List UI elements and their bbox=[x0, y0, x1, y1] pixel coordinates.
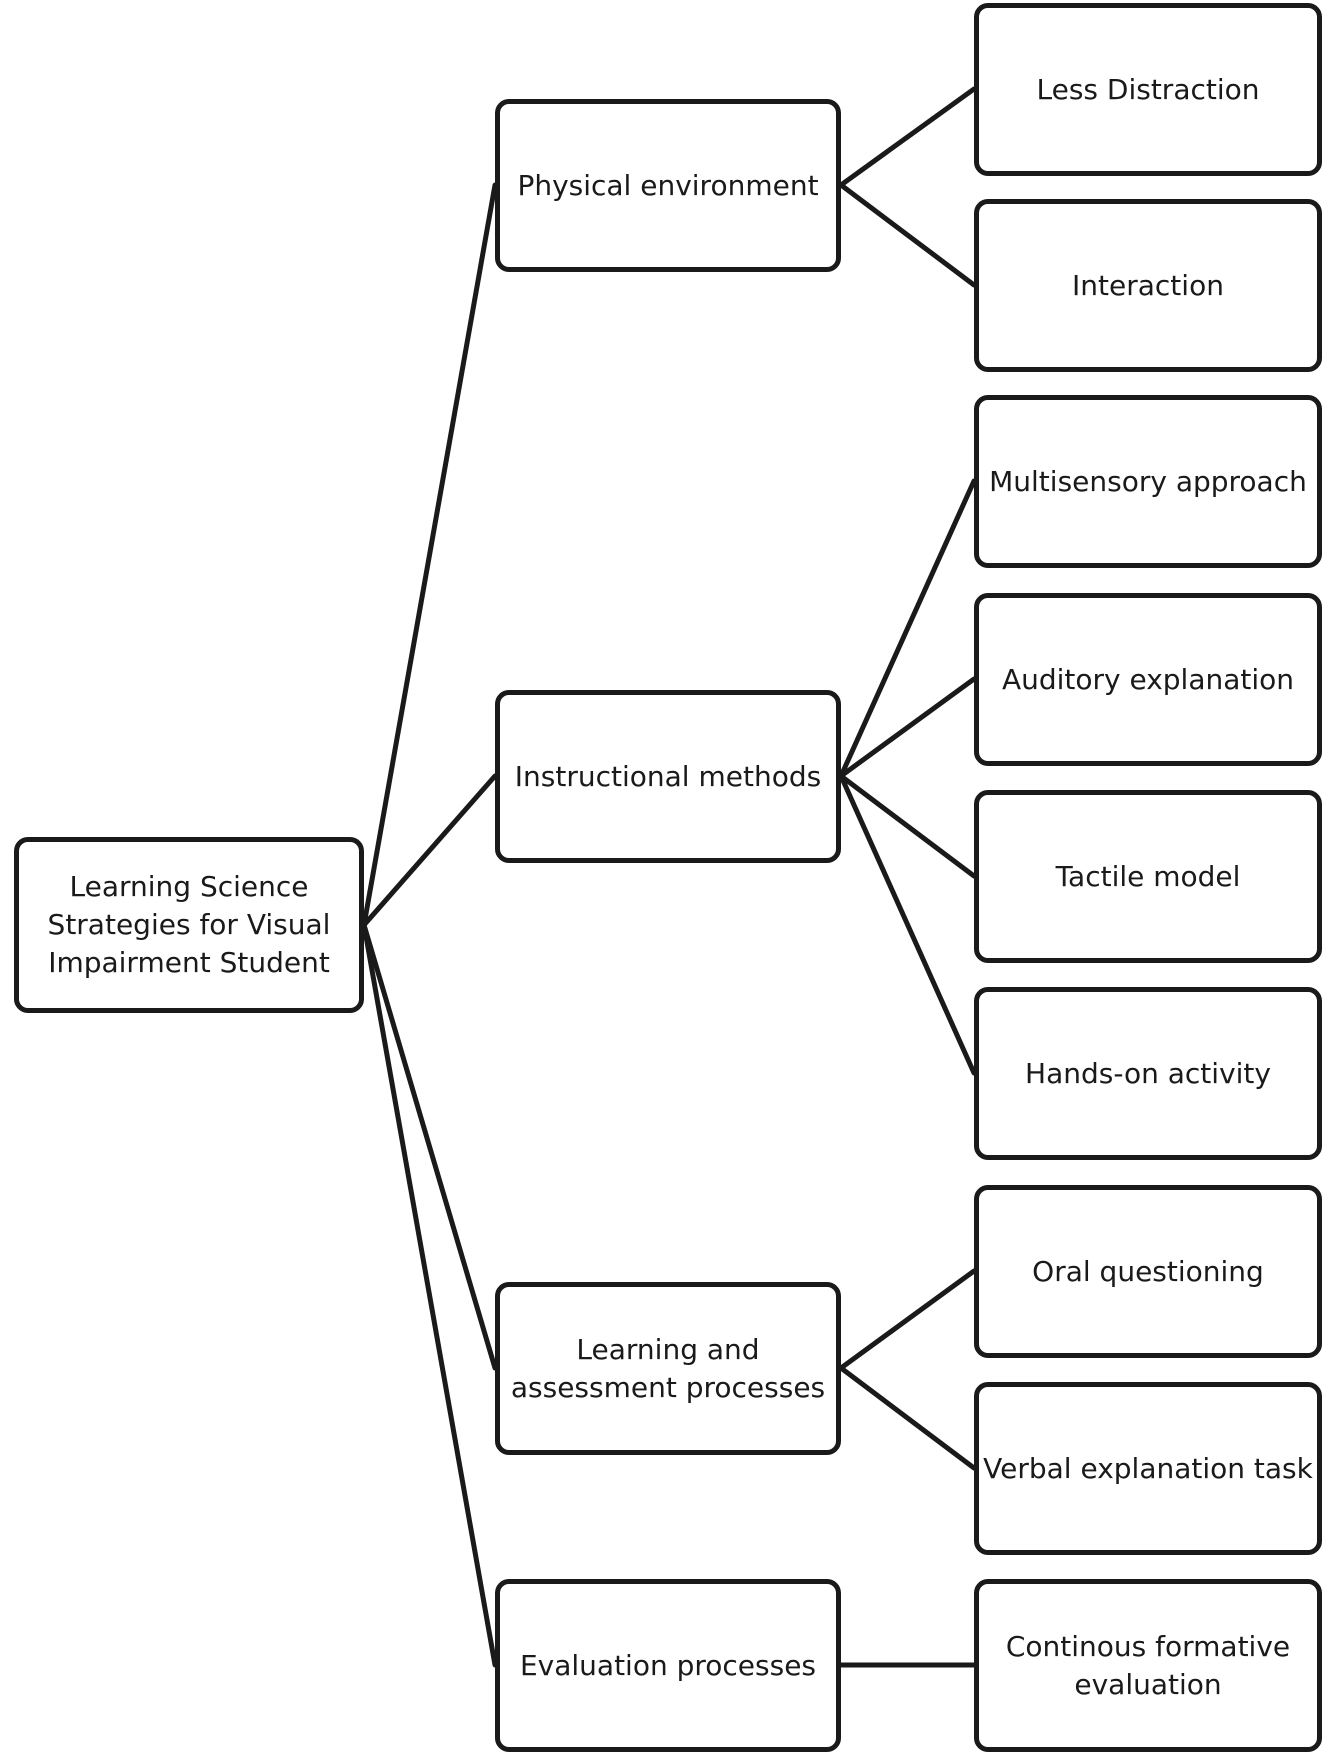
leaf-label: Multisensory approach bbox=[989, 464, 1307, 498]
leaf-label: Continous formative evaluation bbox=[1005, 1629, 1291, 1701]
category-instructional-methods: Instructional methods bbox=[495, 690, 841, 863]
category-evaluation-processes: Evaluation processes bbox=[495, 1579, 841, 1752]
connector-root-instructional-methods bbox=[361, 773, 498, 928]
root-label: Learning Science Strategies for Visual I… bbox=[47, 870, 331, 979]
leaf-tactile-model: Tactile model bbox=[974, 790, 1322, 963]
connector-instructional-tactile bbox=[838, 773, 977, 879]
connector-instructional-auditory bbox=[838, 676, 977, 779]
category-label: Learning and assessment processes bbox=[510, 1332, 826, 1404]
category-label: Instructional methods bbox=[514, 759, 822, 793]
connector-root-evaluation-processes bbox=[361, 922, 498, 1668]
leaf-label: Hands-on activity bbox=[1025, 1056, 1271, 1090]
leaf-less-distraction: Less Distraction bbox=[974, 3, 1322, 176]
connector-root-physical-environment bbox=[361, 182, 498, 928]
category-label: Evaluation processes bbox=[519, 1648, 817, 1682]
leaf-label: Oral questioning bbox=[1032, 1254, 1264, 1288]
leaf-auditory-explanation: Auditory explanation bbox=[974, 593, 1322, 766]
category-physical-environment: Physical environment bbox=[495, 99, 841, 272]
leaf-hands-on-activity: Hands-on activity bbox=[974, 987, 1322, 1160]
connector-physical-less-distraction bbox=[838, 86, 977, 188]
connector-instructional-hands-on bbox=[838, 773, 977, 1076]
connector-root-learning-assessment bbox=[361, 922, 498, 1371]
category-learning-and-assessment-processes: Learning and assessment processes bbox=[495, 1282, 841, 1455]
leaf-multisensory-approach: Multisensory approach bbox=[974, 395, 1322, 568]
leaf-label: Tactile model bbox=[1055, 859, 1241, 893]
leaf-label: Less Distraction bbox=[1036, 72, 1260, 106]
category-label: Physical environment bbox=[517, 168, 819, 202]
connector-learning-oral bbox=[838, 1268, 977, 1371]
leaf-label: Verbal explanation task bbox=[983, 1451, 1313, 1485]
leaf-verbal-explanation-task: Verbal explanation task bbox=[974, 1382, 1322, 1555]
root-node: Learning Science Strategies for Visual I… bbox=[14, 837, 364, 1013]
leaf-label: Interaction bbox=[1072, 268, 1224, 302]
connector-learning-verbal bbox=[838, 1365, 977, 1471]
leaf-oral-questioning: Oral questioning bbox=[974, 1185, 1322, 1358]
connector-physical-interaction bbox=[838, 182, 977, 288]
connector-instructional-multisensory bbox=[838, 478, 977, 779]
leaf-continous-formative-evaluation: Continous formative evaluation bbox=[974, 1579, 1322, 1752]
leaf-label: Auditory explanation bbox=[1001, 662, 1295, 696]
leaf-interaction: Interaction bbox=[974, 199, 1322, 372]
